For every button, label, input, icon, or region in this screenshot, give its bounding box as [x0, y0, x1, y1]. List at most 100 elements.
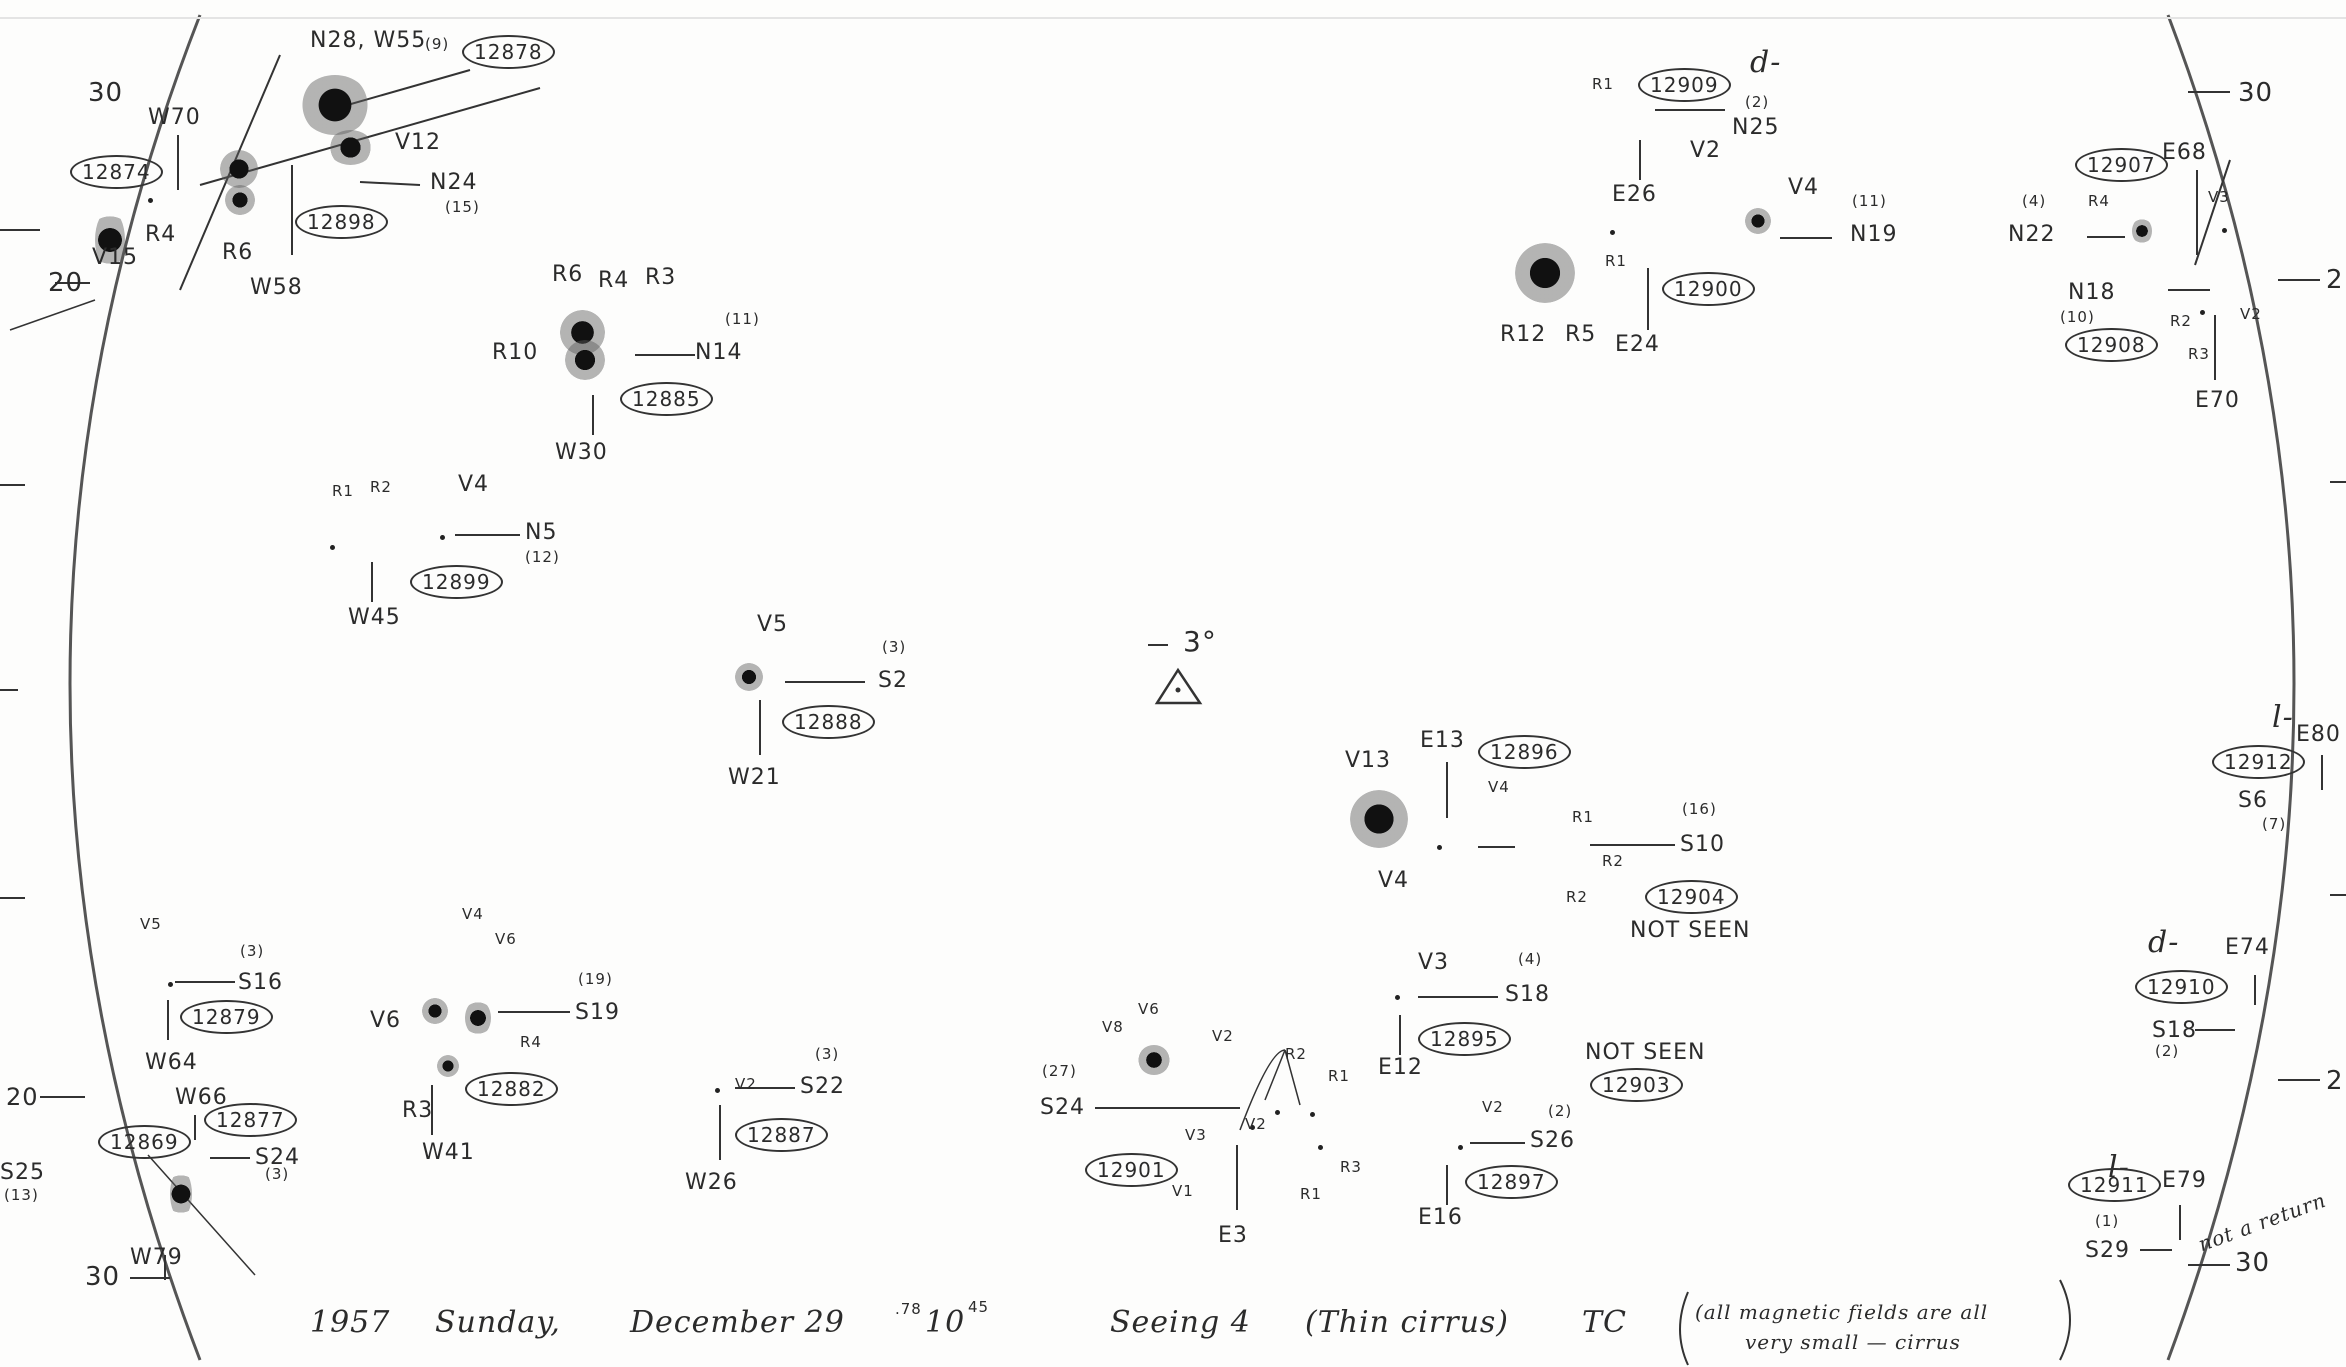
- spot-label: V4: [1378, 868, 1410, 893]
- group-position: N24: [430, 170, 478, 195]
- sunspot: [170, 1170, 192, 1218]
- sunspot: [735, 663, 763, 691]
- spot-count: (3): [815, 1045, 840, 1063]
- spot-label: V1: [1172, 1182, 1194, 1200]
- footer-day: Sunday,: [435, 1305, 561, 1340]
- spot-label: V6: [495, 930, 517, 948]
- footer-time-minutes: 45: [968, 1298, 990, 1316]
- spot-label: E68: [2162, 140, 2207, 165]
- spot-label: E26: [1612, 182, 1657, 207]
- sunspot: [225, 185, 255, 215]
- spot-label: W41: [422, 1140, 475, 1165]
- sunspot: [465, 1000, 491, 1036]
- spot-count: (16): [1682, 800, 1717, 818]
- spot-count: (3): [240, 942, 265, 960]
- sunspot-dot: [1610, 230, 1615, 235]
- group-number: 12909: [1638, 68, 1731, 102]
- spot-count: (4): [2022, 192, 2047, 210]
- spot-label: W70: [148, 105, 201, 130]
- group-position: N18: [2068, 280, 2116, 305]
- spot-label: E74: [2225, 935, 2270, 960]
- spot-label: W45: [348, 605, 401, 630]
- spot-label: W21: [728, 765, 781, 790]
- spot-count: (10): [2060, 308, 2095, 326]
- group-number: 12912: [2212, 745, 2305, 779]
- group-number: 12896: [1478, 735, 1571, 769]
- spot-label: R2: [370, 478, 392, 496]
- group-number: 12887: [735, 1118, 828, 1152]
- sunspot-dot: [1458, 1145, 1463, 1150]
- spot-label: V4: [458, 472, 490, 497]
- group-position: S24: [1040, 1095, 1085, 1120]
- group-number: 12878: [462, 35, 555, 69]
- footer-date: December 29: [630, 1305, 845, 1340]
- spot-label: E79: [2162, 1168, 2207, 1193]
- spot-label: V2: [735, 1075, 757, 1093]
- group-number: 12879: [180, 1000, 273, 1034]
- spot-label: R6: [552, 262, 584, 287]
- spot-label: V5: [757, 612, 789, 637]
- spot-label: R1: [1592, 75, 1614, 93]
- group-position: N19: [1850, 222, 1898, 247]
- spot-label: V4: [1788, 175, 1820, 200]
- group-number: 12897: [1465, 1165, 1558, 1199]
- spot-label: R1: [1300, 1185, 1322, 1203]
- spot-label: R1: [1328, 1067, 1350, 1085]
- spot-label: V3: [1185, 1126, 1207, 1144]
- sunspot-dot: [440, 535, 445, 540]
- group-number: 12901: [1085, 1153, 1178, 1187]
- footer-remark-line2: very small — cirrus: [1745, 1330, 1961, 1354]
- group-number: 12903: [1590, 1068, 1683, 1102]
- group-number: 12911: [2068, 1168, 2161, 1202]
- spot-label: V6: [370, 1008, 402, 1033]
- group-position: S22: [800, 1074, 845, 1099]
- scale-label: 30: [2238, 78, 2274, 108]
- spot-label: V2: [1212, 1027, 1234, 1045]
- spot-count: (3): [882, 638, 907, 656]
- polarity-tag: d-: [2148, 925, 2180, 960]
- spot-label: R5: [1565, 322, 1597, 347]
- group-position: S19: [575, 1000, 620, 1025]
- spot-label: W30: [555, 440, 608, 465]
- spot-count: (19): [578, 970, 613, 988]
- spot-label: R10: [492, 340, 539, 365]
- status-label: NOT SEEN: [1585, 1040, 1706, 1065]
- group-position: S6: [2238, 788, 2268, 813]
- spot-count: (11): [1852, 192, 1887, 210]
- spot-label: R2: [2170, 312, 2192, 330]
- group-number: 12895: [1418, 1022, 1511, 1056]
- spot-label: V12: [395, 130, 442, 155]
- spot-label: R6: [222, 240, 254, 265]
- spot-count: (15): [445, 198, 480, 216]
- footer-remark-line1: (all magnetic fields are all: [1695, 1300, 1989, 1324]
- spot-label: V2: [1690, 138, 1722, 163]
- spot-count: (2): [1745, 93, 1770, 111]
- spot-label: V8: [1102, 1018, 1124, 1036]
- group-number: 12910: [2135, 970, 2228, 1004]
- sunspot-dot: [2200, 310, 2205, 315]
- group-number: 12898: [295, 205, 388, 239]
- spot-label: R1: [332, 482, 354, 500]
- footer-observer: TC: [1582, 1305, 1627, 1340]
- center-label: 3°: [1183, 625, 1217, 658]
- group-position: S26: [1530, 1128, 1575, 1153]
- spot-label: V6: [1138, 1000, 1160, 1018]
- group-position: N14: [695, 340, 743, 365]
- group-number: 12874: [70, 155, 163, 189]
- sunspot-dot: [1310, 1112, 1315, 1117]
- footer-year: 1957: [310, 1305, 391, 1340]
- spot-label: E3: [1218, 1223, 1248, 1248]
- spot-label: R4: [598, 268, 630, 293]
- scale-label: 2: [2326, 1066, 2344, 1096]
- group-number: 12899: [410, 565, 503, 599]
- spot-count: (3): [265, 1165, 290, 1183]
- spot-label: V3: [1418, 950, 1450, 975]
- spot-label: R2: [1602, 852, 1624, 870]
- spot-label: W58: [250, 275, 303, 300]
- footer-seeing: Seeing 4: [1110, 1305, 1251, 1340]
- scale-label: 30: [2235, 1248, 2271, 1278]
- spot-label: W79: [130, 1245, 183, 1270]
- spot-label: R3: [2188, 345, 2210, 363]
- spot-label: V4: [462, 905, 484, 923]
- spot-count: (2): [2155, 1042, 2180, 1060]
